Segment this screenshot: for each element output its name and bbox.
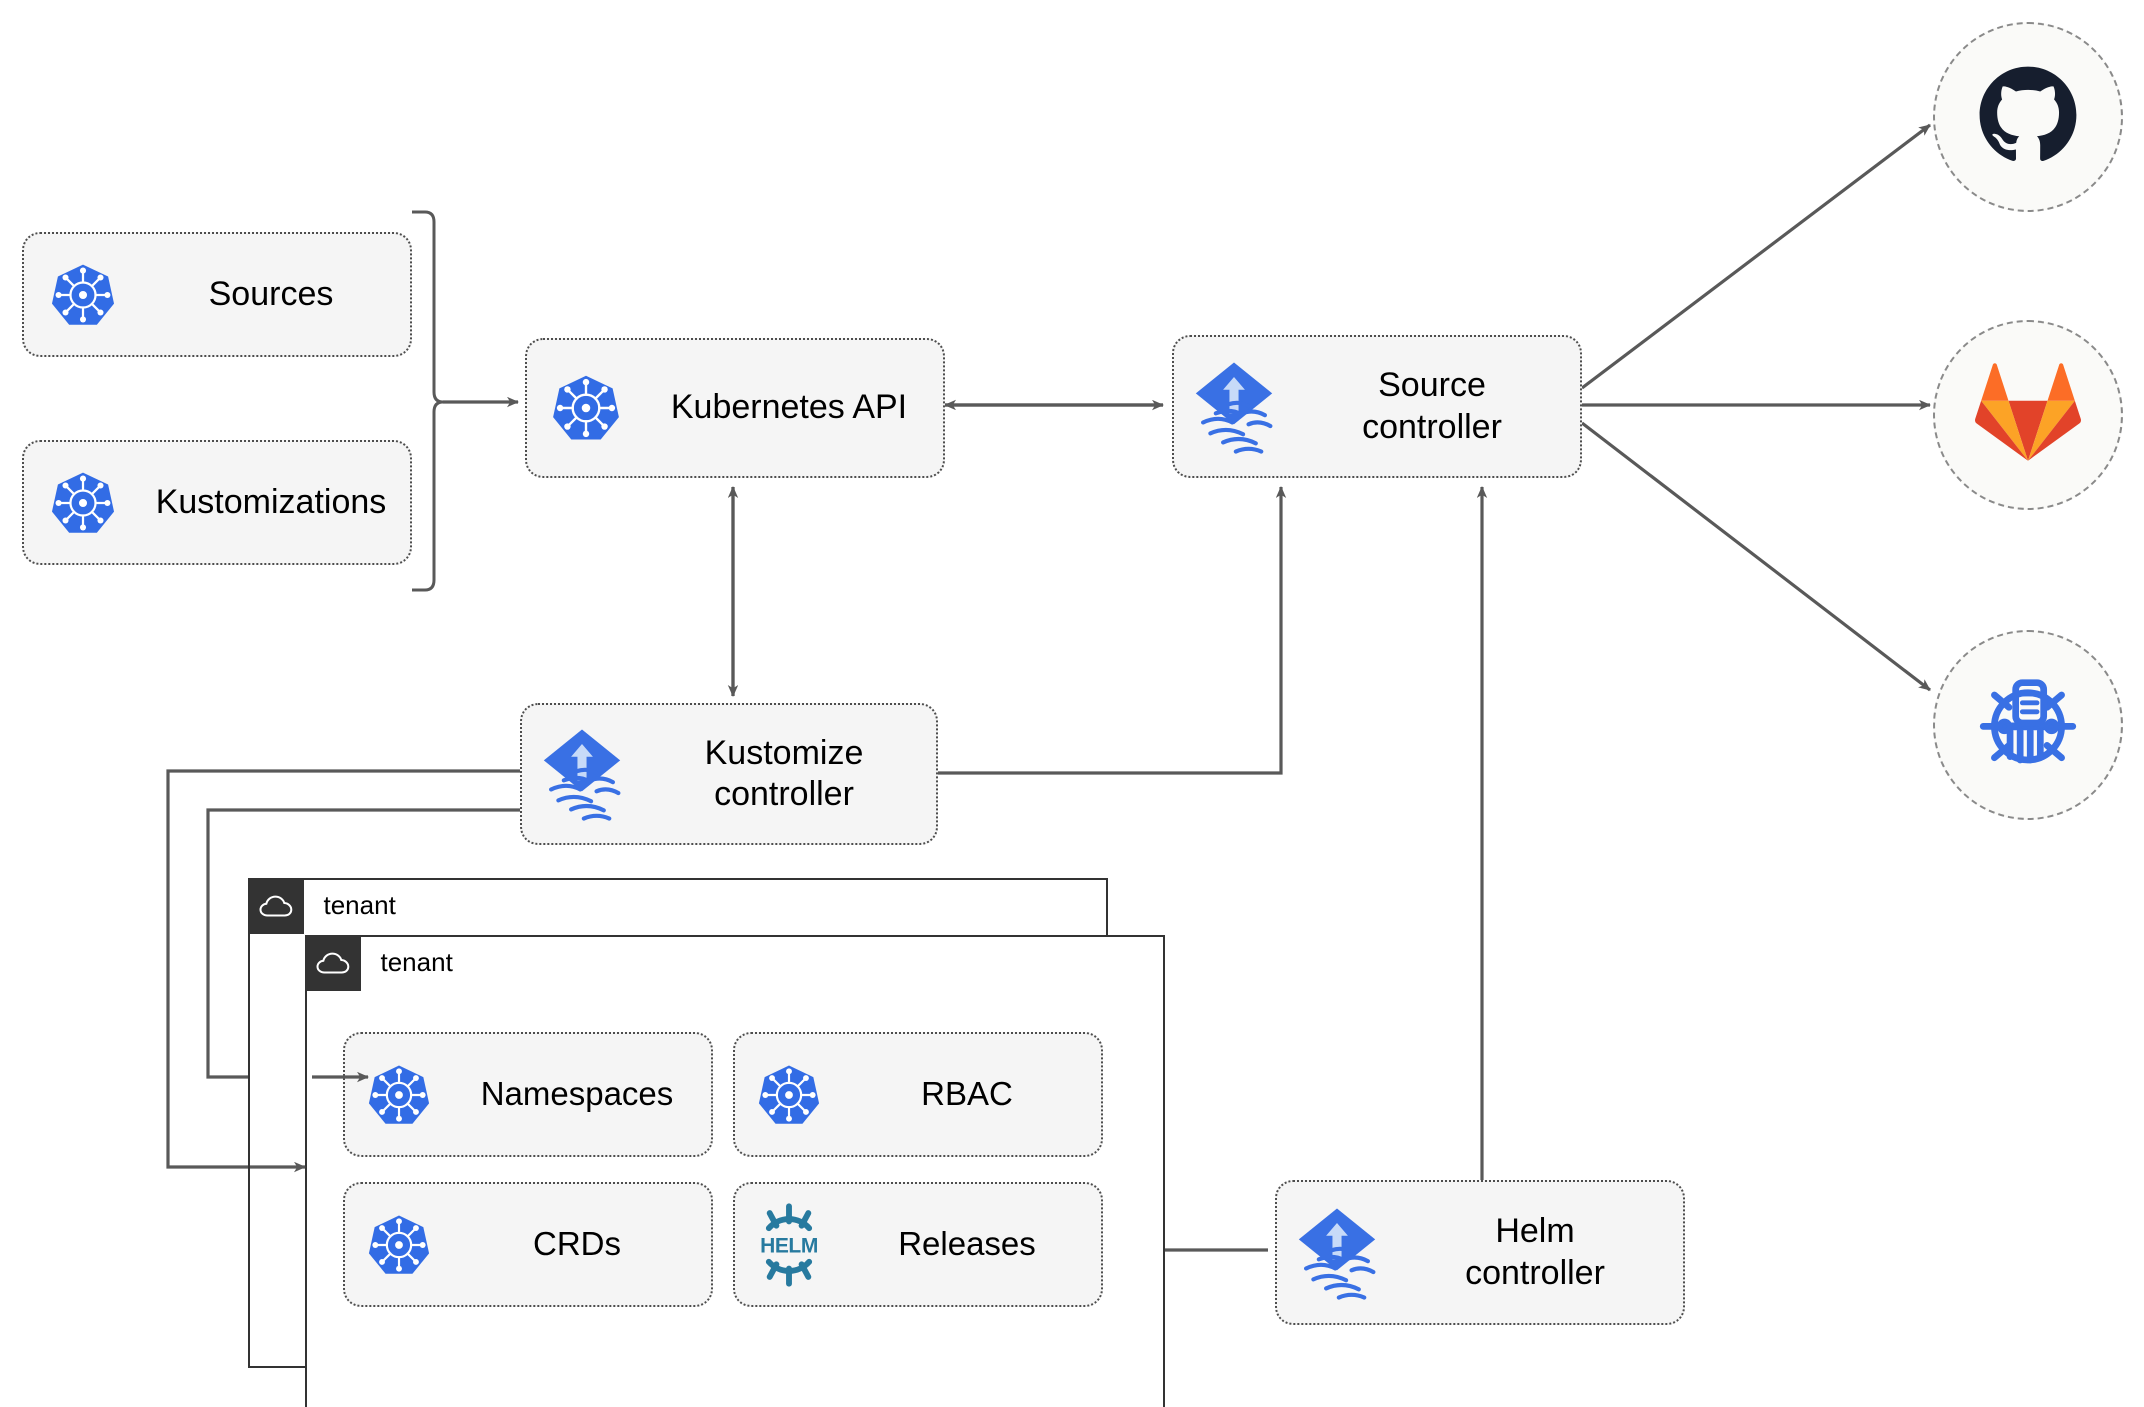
- gitlab-icon: [1975, 362, 2081, 468]
- tenant-header-front: tenant: [304, 934, 453, 991]
- flux-icon: [522, 724, 642, 824]
- kubernetes-icon: [345, 1063, 453, 1127]
- node-source-controller[interactable]: Source controller: [1172, 335, 1582, 478]
- bucket-icon: [1972, 667, 2084, 784]
- node-label-source-controller: Source controller: [1362, 366, 1502, 446]
- node-label-crds: CRDs: [533, 1225, 621, 1263]
- cloud-icon: [304, 934, 361, 991]
- node-label-releases: Releases: [898, 1225, 1036, 1263]
- flux-icon: [1277, 1203, 1397, 1303]
- tenant-label-front: tenant: [380, 947, 453, 977]
- node-label-rbac: RBAC: [921, 1075, 1013, 1113]
- flux-icon: [1174, 357, 1294, 457]
- node-label-namespaces: Namespaces: [480, 1075, 674, 1113]
- node-label-sources: Sources: [208, 274, 334, 313]
- kubernetes-icon: [345, 1213, 453, 1277]
- tenant-header-back: tenant: [247, 877, 396, 934]
- kubernetes-icon: [24, 470, 142, 536]
- node-label-kustomize-controller: Kustomize controller: [704, 733, 864, 813]
- node-helm-controller[interactable]: Helm controller: [1275, 1180, 1685, 1325]
- svg-text:HELM: HELM: [760, 1234, 818, 1257]
- provider-gitlab[interactable]: [1933, 320, 2123, 510]
- kubernetes-icon: [735, 1063, 843, 1127]
- node-label-kubernetes-api: Kubernetes API: [670, 388, 908, 427]
- node-kustomize-controller[interactable]: Kustomize controller: [520, 703, 938, 845]
- node-releases[interactable]: HELM Releases: [733, 1182, 1103, 1307]
- cloud-icon: [247, 877, 304, 934]
- node-crds[interactable]: CRDs: [343, 1182, 713, 1307]
- node-label-helm-controller: Helm controller: [1465, 1212, 1605, 1292]
- github-icon: [1973, 60, 2083, 175]
- kubernetes-icon: [24, 262, 142, 328]
- helm-icon: HELM: [735, 1202, 843, 1287]
- provider-github[interactable]: [1933, 22, 2123, 212]
- tenant-container-front: tenant: [304, 934, 1165, 1407]
- node-sources[interactable]: Sources: [22, 232, 412, 357]
- provider-bucket[interactable]: [1933, 630, 2123, 820]
- node-label-kustomizations: Kustomizations: [155, 482, 387, 521]
- tenant-label-back: tenant: [323, 890, 396, 920]
- node-kubernetes-api[interactable]: Kubernetes API: [525, 338, 945, 478]
- kubernetes-icon: [527, 373, 645, 443]
- node-rbac[interactable]: RBAC: [733, 1032, 1103, 1157]
- node-namespaces[interactable]: Namespaces: [343, 1032, 713, 1157]
- node-kustomizations[interactable]: Kustomizations: [22, 440, 412, 565]
